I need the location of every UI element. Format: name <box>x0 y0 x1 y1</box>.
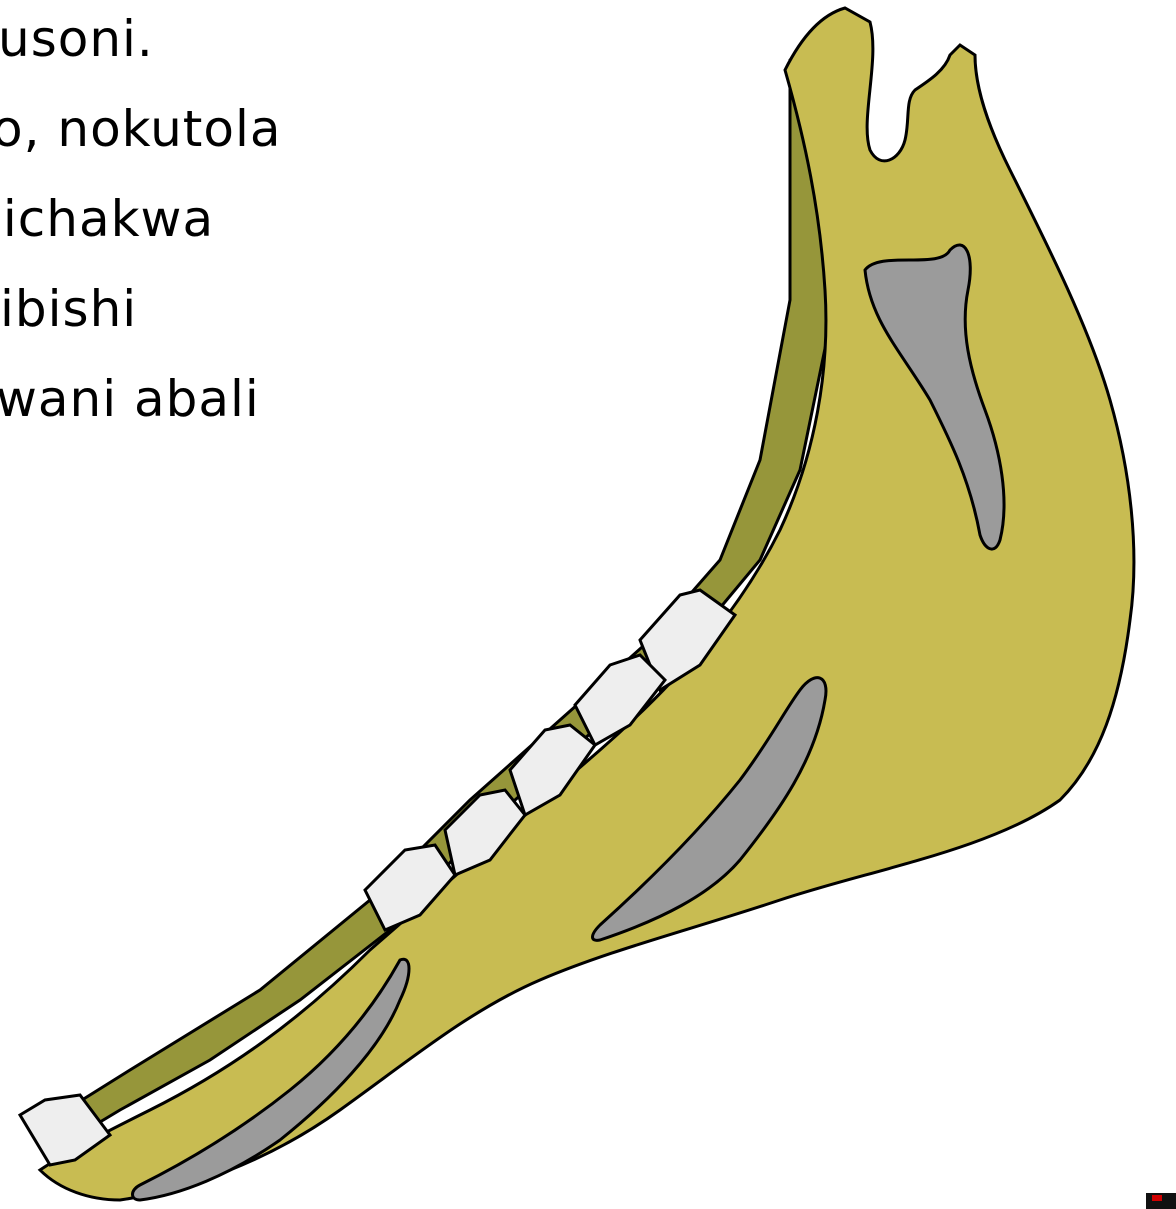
corner-logo <box>1146 1193 1176 1209</box>
mandible-bone <box>40 8 1134 1200</box>
